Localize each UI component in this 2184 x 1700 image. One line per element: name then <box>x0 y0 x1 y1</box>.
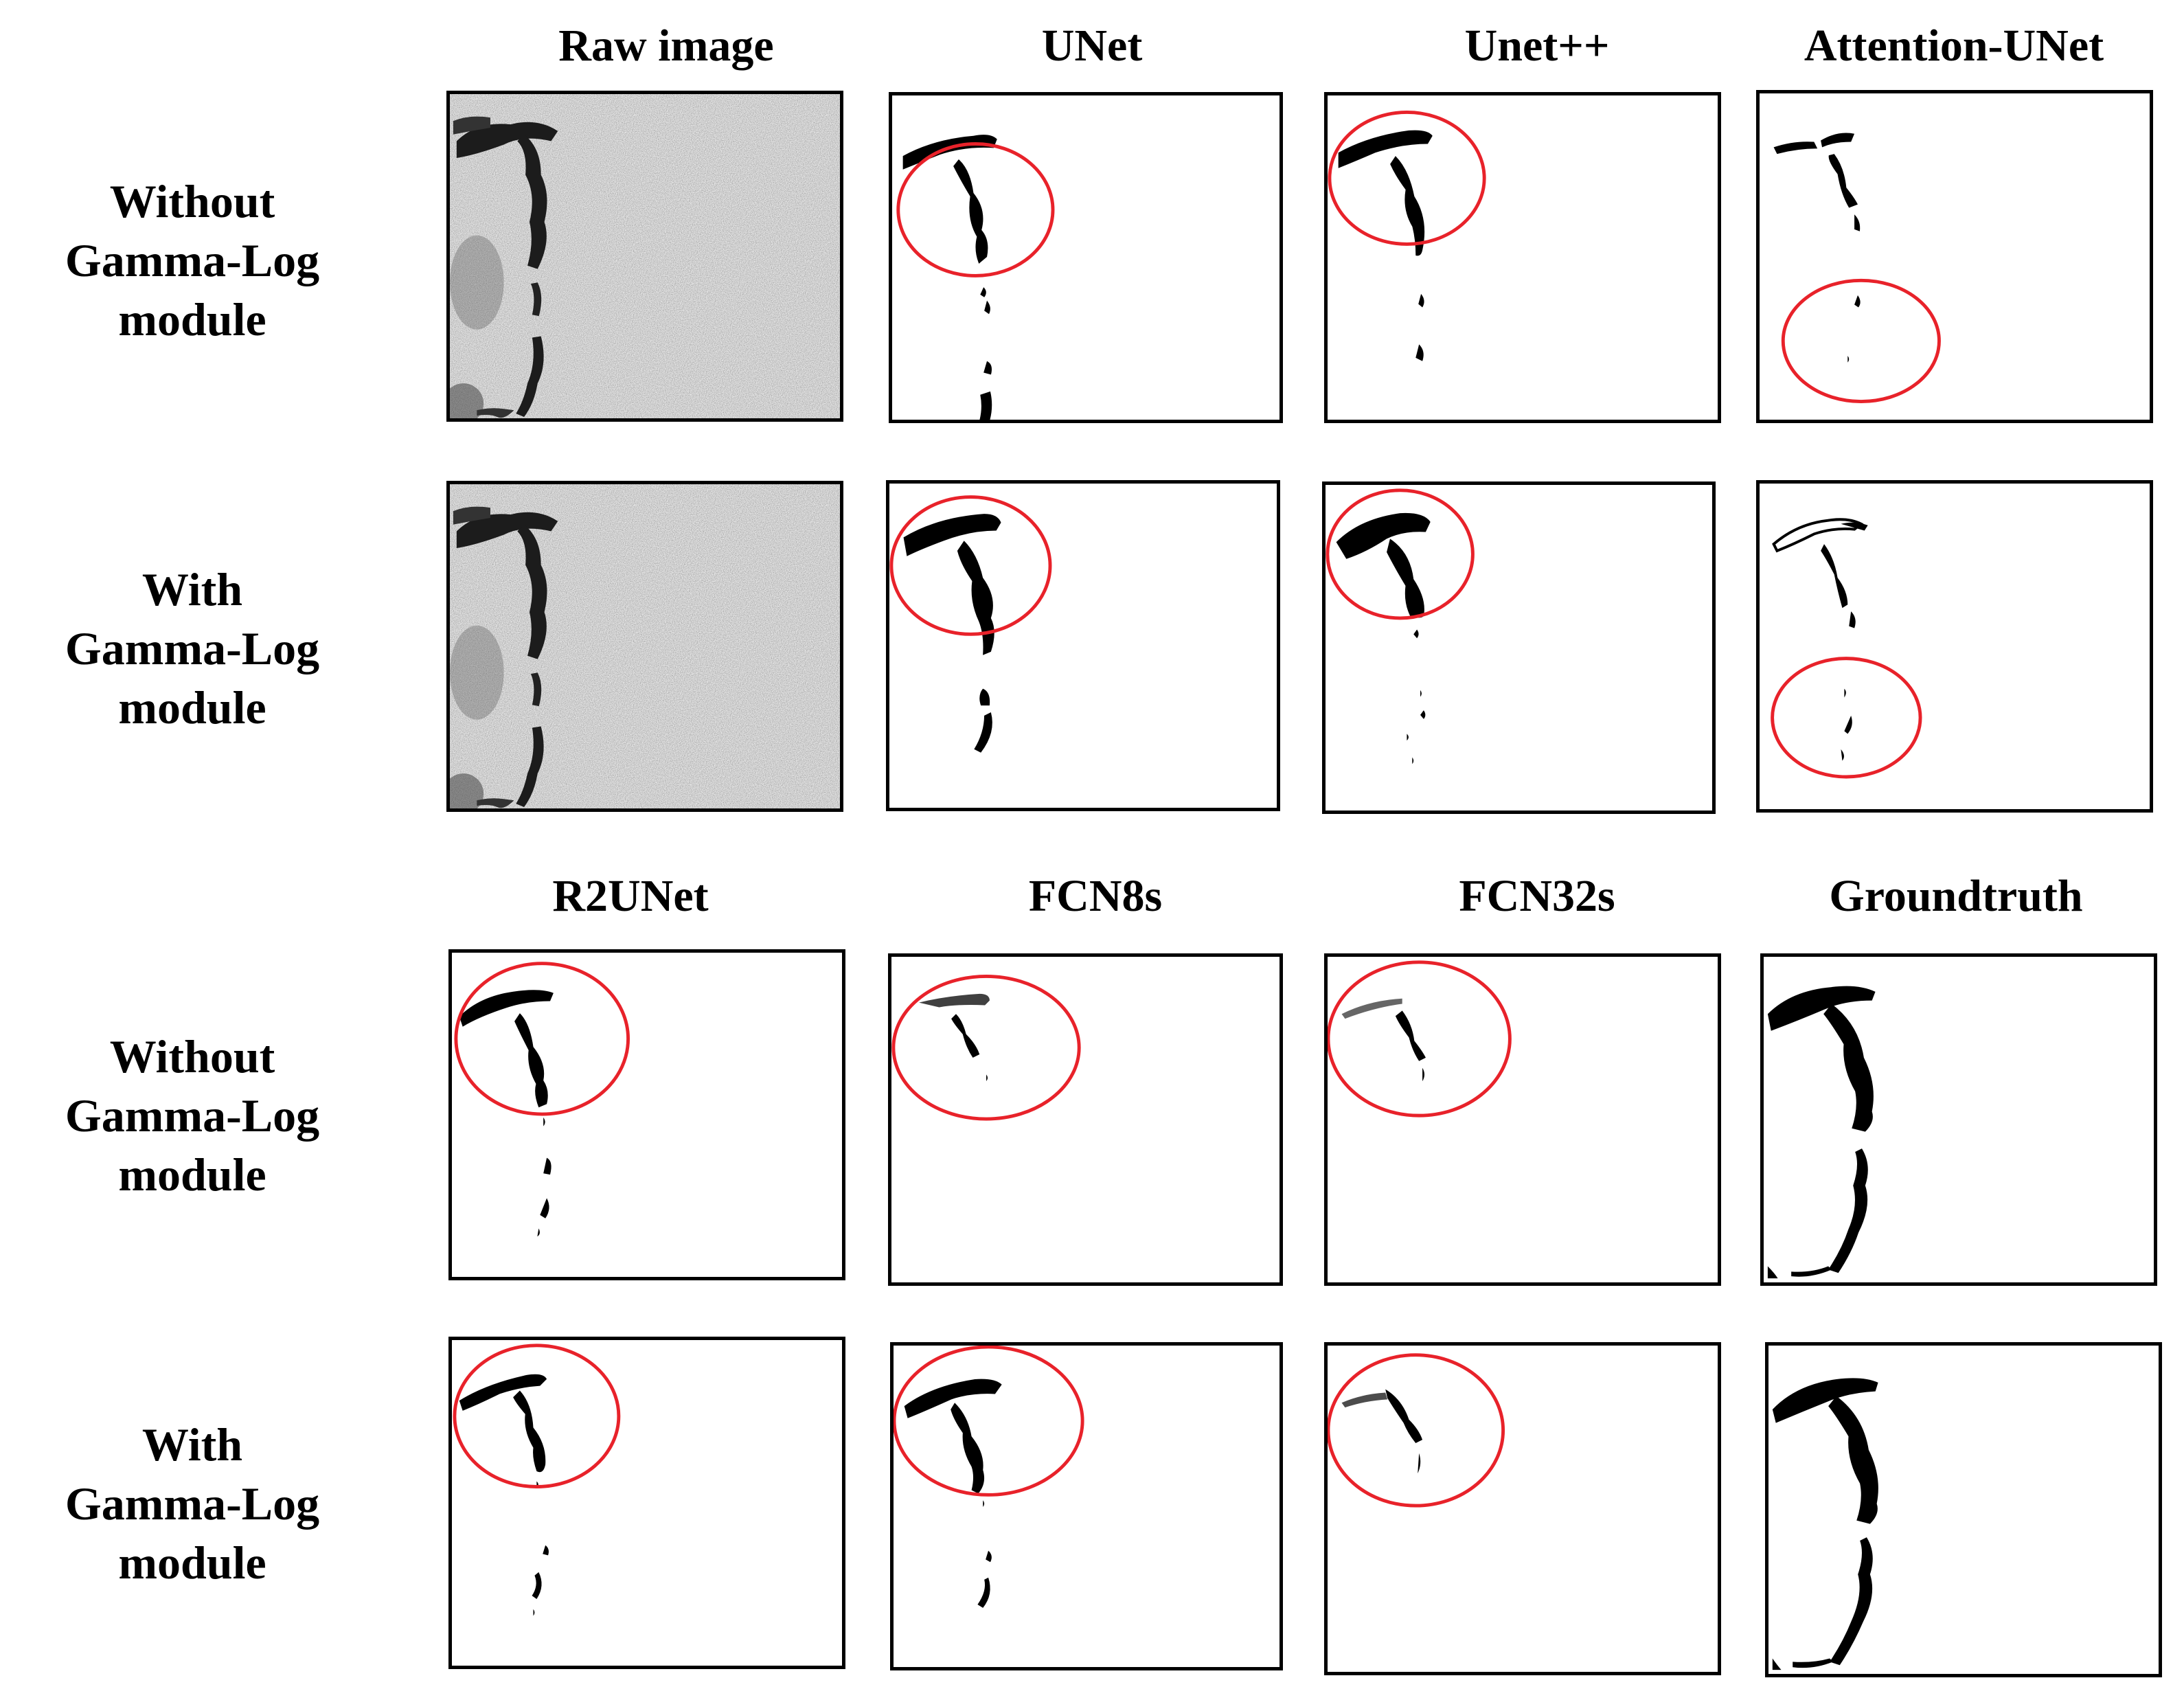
segmentation-mask <box>1328 111 1486 361</box>
col-label-raw-image: Raw image <box>558 21 774 71</box>
col-label-fcn8s: FCN8s <box>1028 871 1163 921</box>
raw-image-graphic <box>450 484 840 808</box>
segmentation-mask <box>1326 488 1475 764</box>
col-label-unetpp: Unet++ <box>1464 21 1610 71</box>
segmentation-mask <box>1328 960 1512 1118</box>
highlight-circle <box>1328 960 1512 1118</box>
highlight-circle <box>1328 111 1486 246</box>
raw-image-graphic <box>450 94 840 418</box>
panel-fcn32s-without <box>1324 953 1721 1286</box>
panel-groundtruth-with <box>1765 1342 2162 1677</box>
highlight-circle <box>1326 488 1475 620</box>
col-label-attention-unet: Attention-UNet <box>1804 21 2104 71</box>
highlight-circle <box>891 974 1081 1121</box>
panel-raw-without <box>446 91 843 422</box>
highlight-circle <box>894 1346 1084 1497</box>
segmentation-mask <box>454 962 630 1237</box>
panel-raw-with <box>446 481 843 812</box>
panel-r2unet-without <box>448 949 845 1280</box>
segmentation-mask <box>1767 986 1876 1279</box>
segmentation-mask <box>453 1344 621 1616</box>
panel-fcn32s-with <box>1324 1342 1721 1675</box>
highlight-circle <box>896 142 1055 277</box>
segmentation-mask <box>891 974 1081 1121</box>
col-label-unet: UNet <box>1041 21 1143 71</box>
highlight-circle <box>1328 1353 1505 1508</box>
highlight-circle <box>454 962 630 1116</box>
panel-unetpp-without <box>1324 92 1721 423</box>
col-label-r2unet: R2UNet <box>552 871 709 921</box>
panel-attention-unet-without <box>1756 90 2153 423</box>
segmentation-mask <box>889 495 1052 753</box>
highlight-circle <box>1781 278 1941 404</box>
segmentation-mask <box>896 135 1055 420</box>
segmentation-mask <box>1772 1378 1878 1670</box>
highlight-circle <box>1771 657 1922 779</box>
segmentation-mask <box>1773 133 1941 404</box>
highlight-circle <box>889 495 1052 636</box>
panel-fcn8s-with <box>890 1342 1283 1670</box>
col-label-groundtruth: Groundtruth <box>1829 871 2083 921</box>
panel-unet-without <box>889 92 1283 423</box>
panel-fcn8s-without <box>888 953 1283 1286</box>
panel-groundtruth-without <box>1760 953 2157 1286</box>
col-label-fcn32s: FCN32s <box>1459 871 1615 921</box>
panel-unet-with <box>886 480 1280 811</box>
panel-r2unet-with <box>448 1337 845 1669</box>
segmentation-mask <box>1328 1353 1505 1508</box>
segmentation-mask <box>1771 518 1922 779</box>
segmentation-mask <box>894 1346 1084 1608</box>
panel-attention-unet-with <box>1756 480 2153 813</box>
panel-unetpp-with <box>1322 481 1716 814</box>
highlight-circle <box>453 1344 621 1488</box>
